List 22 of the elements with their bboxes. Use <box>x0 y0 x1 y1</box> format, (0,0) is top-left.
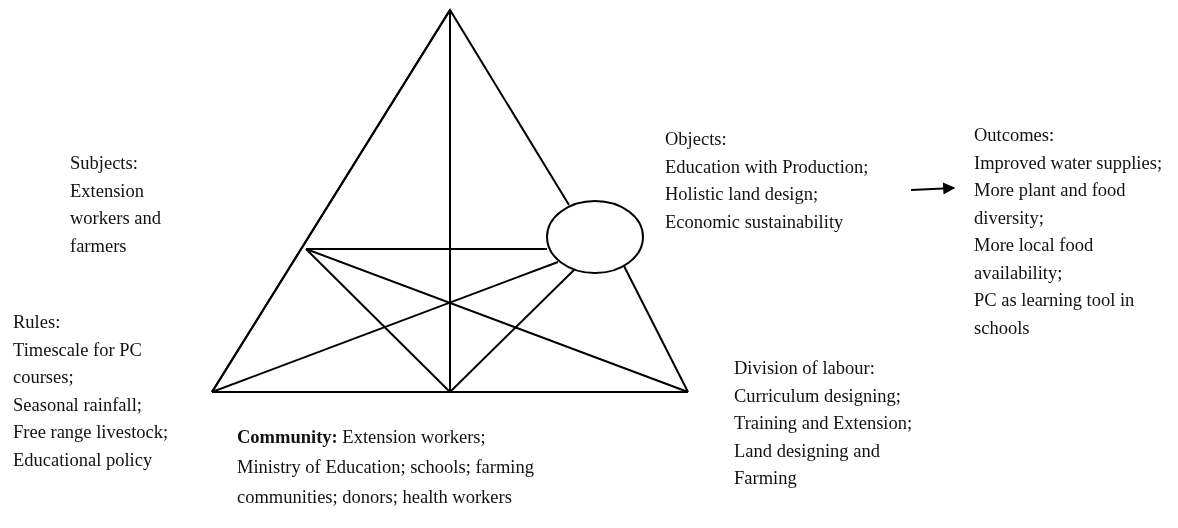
arrow <box>910 182 956 195</box>
item-text: Educational policy <box>13 448 154 472</box>
item-text: PC as learning tool in schools <box>974 289 1136 340</box>
item-text: Land designing and Farming <box>734 439 881 490</box>
heading-text: Subjects: <box>70 152 139 175</box>
item-text: Education with Production; <box>665 155 870 179</box>
heading-text: Outcomes: <box>974 124 1056 147</box>
item-text: Training and Extension; <box>734 412 914 435</box>
item-text: Extension workers and farmers <box>70 179 162 258</box>
item-text: More plant and food diversity; <box>974 179 1127 230</box>
item-text: More local food availability; <box>974 234 1095 285</box>
item-text: Improved water supplies; <box>974 151 1164 175</box>
item-text: Curriculum designing; <box>734 384 902 408</box>
heading-text: Objects: <box>665 128 728 151</box>
item-text: Seasonal rainfall; <box>13 393 143 417</box>
heading-text: Rules: <box>13 311 62 334</box>
item-text: Economic sustainability <box>665 210 845 234</box>
heading-text: Division of labour: <box>734 357 876 380</box>
item-text: Holistic land design; <box>665 183 820 206</box>
community-text: Community: Extension workers; Ministry of Education; schools; farming communities; donors; health workers <box>237 426 535 509</box>
item-text: Timescale for PC courses; <box>13 338 143 389</box>
item-text: Free range livestock; <box>13 421 170 444</box>
